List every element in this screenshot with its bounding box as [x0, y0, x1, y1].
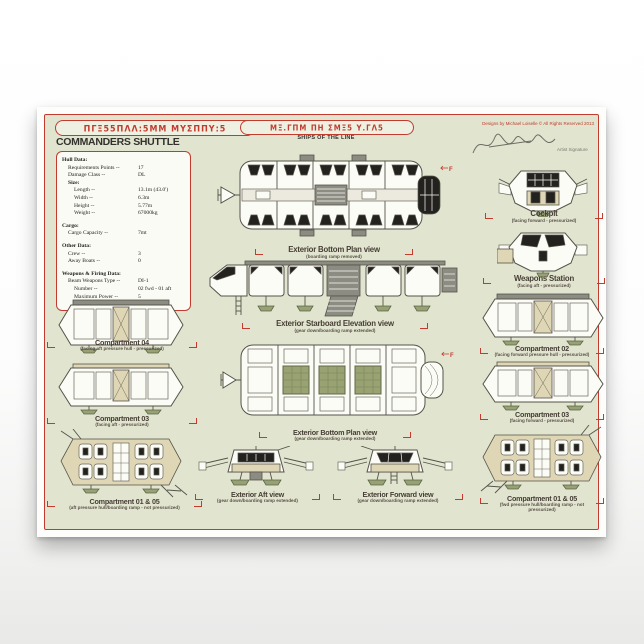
svg-text:F: F [449, 167, 453, 173]
stat-line: Weapons & Firing Data: [62, 270, 121, 277]
compartment-04-drawing [58, 299, 184, 354]
stat-line: Beam Weapons Type --DI-1 [68, 278, 149, 285]
caption-compartment-01-05-right: Compartment 01 & 05 (fwd pressure hull/b… [480, 495, 604, 512]
poster: ΠΓΞ55ΠΛΛ:5ΜΜ ΜΥΣΠΠΥ:5 COMMANDERS SHUTTLE… [37, 107, 606, 537]
svg-text:F: F [450, 353, 454, 359]
exterior-bottom-plan-gear-drawing: F [220, 344, 454, 416]
stat-line: Other Data: [62, 242, 91, 249]
caption-bracket-left-icon [259, 432, 267, 438]
stat-line: Maximum Power --5 [74, 293, 141, 300]
stat-line: Requirements Points --17 [68, 164, 144, 171]
caption-bracket-right-icon [455, 494, 463, 500]
caption-bracket-right-icon [596, 414, 604, 420]
caption-bracket-right-icon [312, 494, 320, 500]
caption-bracket-right-icon [403, 432, 411, 438]
caption-bracket-left-icon [480, 498, 488, 504]
caption-bracket-left-icon [47, 342, 55, 348]
stat-line: Height --5.77m [74, 202, 153, 209]
caption-exterior-bottom-plan: Exterior Bottom Plan view (boarding ramp… [255, 246, 413, 259]
caption-bracket-left-icon [242, 323, 250, 329]
artist-signature-icon [472, 133, 556, 154]
caption-bracket-right-icon [189, 342, 197, 348]
stat-line: Width --6.3m [74, 194, 150, 201]
stat-line: Cargo Capacity --7mt [68, 230, 147, 237]
starboard-elevation-drawing [209, 260, 458, 317]
stat-line: Number --02 fwd - 01 aft [74, 285, 172, 292]
alien-title-glyphs-center: ΜΞ.ΓΠΜ ΠΗ ΣΜΞ5 Υ.ΓΛ5 [270, 122, 384, 133]
caption-bracket-right-icon [194, 501, 202, 507]
caption-bracket-left-icon [255, 249, 263, 255]
compartment-03-left-drawing [58, 363, 184, 415]
compartment-02-drawing [482, 293, 604, 346]
stat-line: Cargo: [62, 222, 79, 229]
caption-cockpit: Cockpit (facing forward - pressurized) [485, 210, 603, 223]
caption-compartment-01-05-left: Compartment 01 & 05 (aft pressure hull/b… [47, 498, 202, 511]
copyright-text: Designs by Michael Loiselle © All Rights… [482, 121, 594, 126]
caption-bracket-right-icon [405, 249, 413, 255]
weapons-station-drawing [497, 232, 588, 277]
caption-bracket-right-icon [596, 348, 604, 354]
caption-bracket-left-icon [333, 494, 341, 500]
caption-bracket-right-icon [595, 213, 603, 219]
stat-line: Away Boats --0 [68, 258, 141, 265]
alien-title-glyphs-left: ΠΓΞ55ΠΛΛ:5ΜΜ ΜΥΣΠΠΥ:5 [83, 122, 227, 134]
stat-line: Damage Class --DL [68, 172, 146, 179]
caption-bracket-left-icon [485, 213, 493, 219]
cockpit-drawing [498, 170, 588, 217]
caption-bracket-left-icon [47, 418, 55, 424]
caption-starboard-elevation: Exterior Starboard Elevation view (gear … [242, 320, 428, 333]
stat-line: Hull Data: [62, 157, 88, 163]
compartment-01-05-left-drawing [60, 429, 188, 498]
caption-compartment-02: Compartment 02 (facing forward pressure … [480, 345, 604, 358]
poster-title: COMMANDERS SHUTTLE [56, 136, 180, 148]
alien-title-box-center: ΜΞ.ΓΠΜ ΠΗ ΣΜΞ5 Υ.ΓΛ5 [240, 120, 414, 135]
stat-line: Weight --67000kg [74, 210, 158, 217]
caption-bracket-left-icon [483, 278, 491, 284]
compartment-03-right-drawing [482, 361, 604, 411]
caption-bracket-right-icon [596, 498, 604, 504]
signature-label: Artist Signature [557, 147, 588, 152]
caption-bracket-left-icon [195, 494, 203, 500]
caption-bracket-right-icon [189, 418, 197, 424]
caption-compartment-03-right: Compartment 03 (facing forward - pressur… [480, 411, 604, 424]
caption-exterior-aft: Exterior Aft view (gear down/boarding ra… [195, 491, 320, 504]
caption-exterior-forward: Exterior Forward view (gear down/boardin… [333, 491, 463, 504]
exterior-aft-drawing [198, 446, 314, 486]
alien-title-box-left: ΠΓΞ55ΠΛΛ:5ΜΜ ΜΥΣΠΠΥ:5 [55, 120, 255, 136]
caption-bracket-left-icon [480, 414, 488, 420]
stat-line: Crew --3 [68, 250, 141, 257]
series-subtitle: SHIPS OF THE LINE [297, 134, 355, 141]
exterior-bottom-plan-drawing: F [217, 154, 453, 237]
caption-bracket-left-icon [47, 501, 55, 507]
hull-data-panel: Hull Data: Requirements Points --17 Dama… [56, 151, 191, 311]
caption-bracket-left-icon [480, 348, 488, 354]
caption-bracket-right-icon [597, 278, 605, 284]
caption-weapons-station: Weapons Station (facing aft - pressurize… [483, 275, 605, 288]
stat-line: Length --13.1m (43.0') [74, 187, 169, 194]
caption-bracket-right-icon [420, 323, 428, 329]
stat-line: Size: [68, 179, 80, 186]
caption-bottom-plan-gear: Exterior Bottom Plan view (gear down/boa… [259, 429, 411, 442]
caption-compartment-04: Compartment 04 (facing aft pressure hull… [47, 339, 197, 352]
compartment-01-05-right-drawing [480, 425, 602, 494]
caption-compartment-03-left: Compartment 03 (facing aft - pressurized… [47, 415, 197, 428]
exterior-forward-drawing [337, 446, 453, 486]
